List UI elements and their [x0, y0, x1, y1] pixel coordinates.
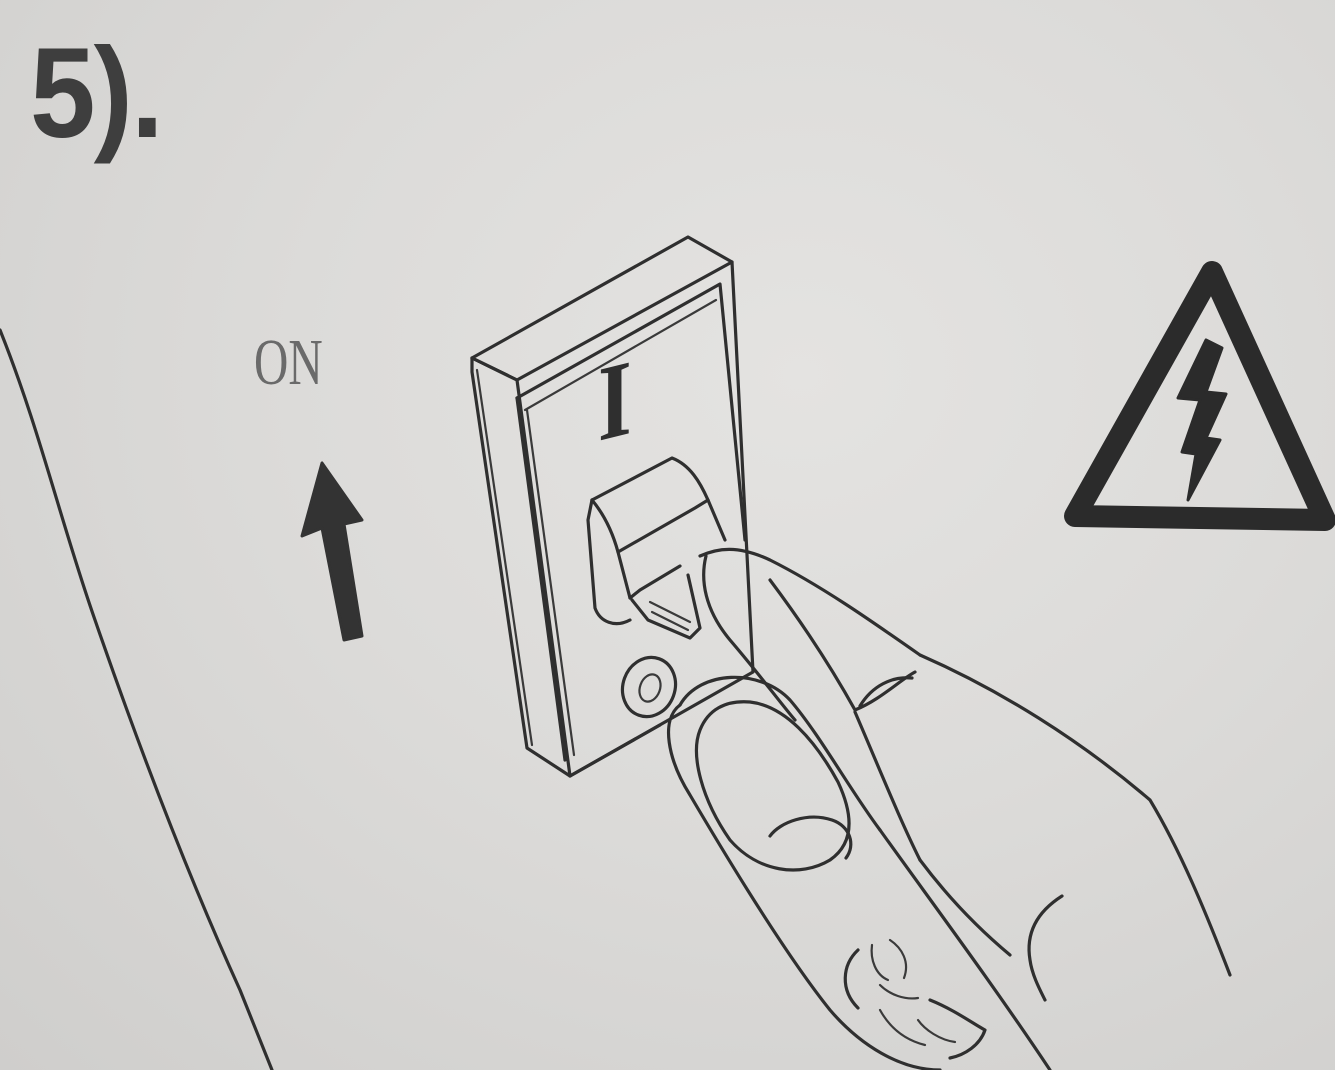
device-edge-line — [0, 330, 272, 1070]
on-label: ON — [254, 330, 323, 396]
toggle-lever[interactable] — [588, 458, 725, 638]
up-arrow-icon — [302, 463, 362, 640]
hand-pressing-switch — [669, 549, 1230, 1070]
high-voltage-warning-icon — [1075, 272, 1325, 520]
switch-on-mark: I — [598, 344, 632, 460]
